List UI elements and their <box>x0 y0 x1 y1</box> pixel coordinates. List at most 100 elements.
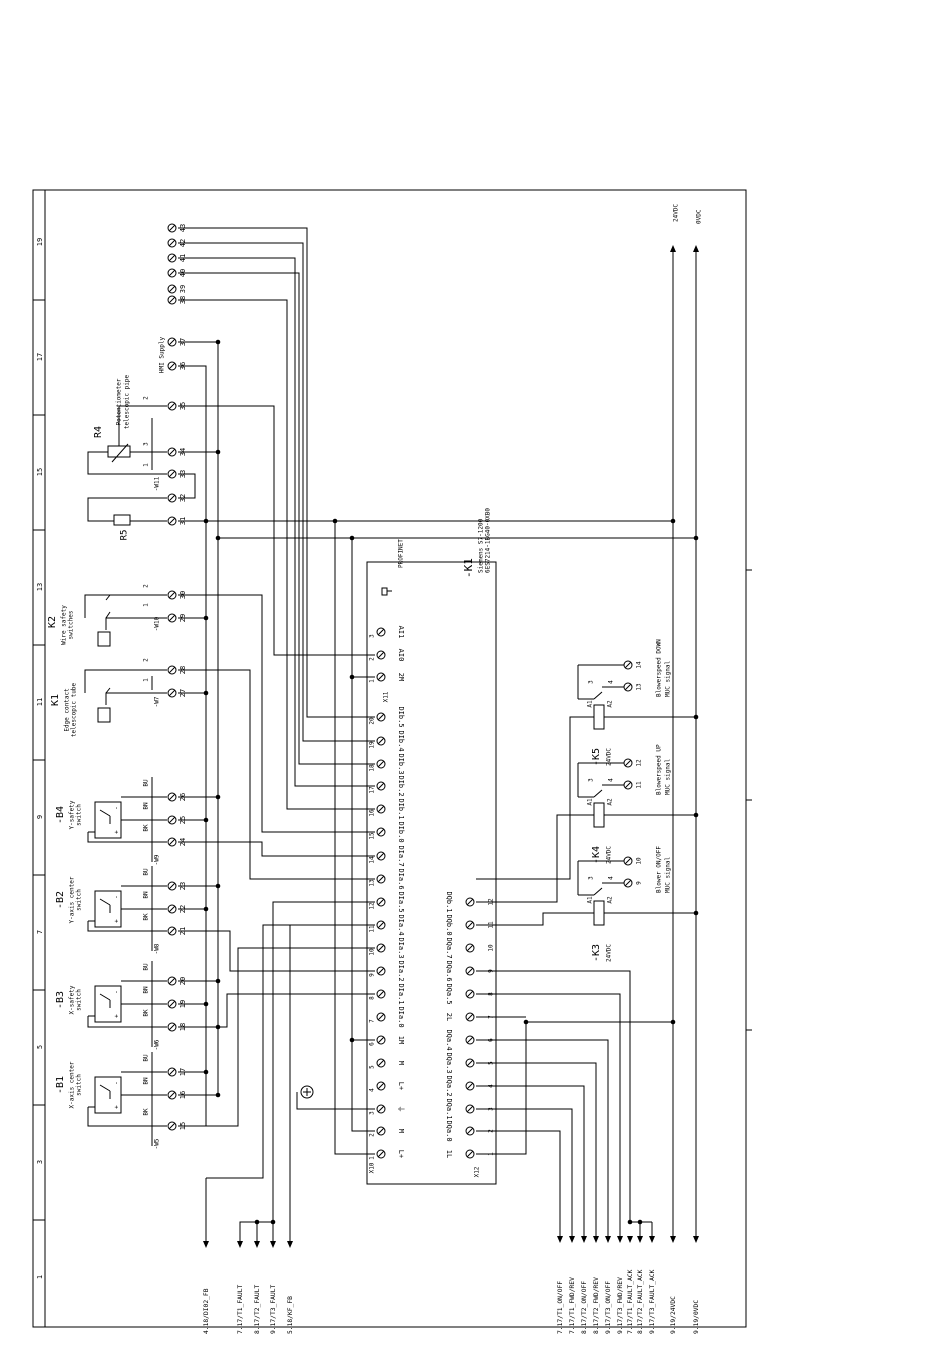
profinet-port-icon <box>381 587 388 596</box>
column-number: 7 <box>36 930 44 934</box>
wire-color: BU <box>143 779 150 787</box>
terminal-slash <box>168 1068 176 1076</box>
device-desc: switch <box>76 1074 83 1096</box>
terminal-slash <box>377 990 385 998</box>
terminal-number: 20 <box>179 977 187 985</box>
x10-pin-number: 13 <box>369 879 376 887</box>
terminal-slash <box>377 1082 385 1090</box>
device-desc: switch <box>76 989 83 1011</box>
contact-blade <box>105 611 111 619</box>
terminal-slash <box>377 1013 385 1021</box>
potentiometer-r4 <box>107 445 131 458</box>
wire <box>178 227 375 718</box>
terminal-slash <box>377 921 385 929</box>
terminal-slash <box>466 967 474 975</box>
cross-reference: 9.19/24VDC <box>670 1296 677 1334</box>
x10-pin-number: 4 <box>369 1088 376 1092</box>
proximity-switch-symbol <box>94 1076 122 1114</box>
switch-contact <box>99 809 111 817</box>
terminal-number: 41 <box>179 254 187 262</box>
wire <box>178 669 375 880</box>
switch-contact <box>99 993 111 1001</box>
terminal-slash <box>377 628 385 636</box>
wire <box>178 257 375 787</box>
cross-reference: 9.19/0VDC <box>693 1300 700 1334</box>
device-desc: Wire safety <box>61 605 68 645</box>
terminal-slash <box>377 967 385 975</box>
polarity: + <box>114 830 121 834</box>
relay-tag: -K5 <box>591 748 602 766</box>
wire-color: BK <box>143 1108 150 1116</box>
x11-pin-signal: AI0 <box>397 649 405 662</box>
column-number: 19 <box>36 238 44 246</box>
bridge <box>178 473 196 499</box>
x10-pin-signal: L+ <box>397 1082 405 1090</box>
sensor-wire <box>87 1016 150 1028</box>
terminal-number: 38 <box>179 296 187 304</box>
proximity-switch-symbol <box>94 890 122 928</box>
terminal-number: 30 <box>179 591 187 599</box>
terminal-slash <box>168 338 176 346</box>
arrow <box>637 1236 643 1243</box>
coil-feed <box>476 814 594 903</box>
x10-pin-number: 19 <box>369 741 376 749</box>
terminal-slash <box>168 402 176 410</box>
plc-order-number: 6ES7214-1BG40-0XB0 <box>485 508 492 573</box>
relay-terminal: 14 <box>636 661 643 669</box>
wire-number: 1 <box>143 463 150 467</box>
junction-dot <box>627 1219 633 1225</box>
terminal-slash <box>466 1127 474 1135</box>
column-number: 1 <box>36 1275 44 1279</box>
x12-pin-number: 11 <box>488 921 495 929</box>
x10-pin-signal: DIb.3 <box>397 753 405 774</box>
terminal-slash <box>377 673 385 681</box>
sensor-wire <box>87 921 150 932</box>
terminal-number: 21 <box>179 927 187 935</box>
relay-pin: A2 <box>607 896 614 904</box>
wire <box>178 365 207 521</box>
terminal-slash <box>377 1036 385 1044</box>
terminal-slash <box>168 666 176 674</box>
arrow-0vdc <box>693 245 699 252</box>
terminal-number: 42 <box>179 239 187 247</box>
fault-bus <box>239 1221 273 1245</box>
x10-pin-number: 20 <box>369 717 376 725</box>
terminal-slash <box>168 689 176 697</box>
x10-pin-signal: DIa.4 <box>397 914 405 935</box>
coil-feed <box>476 912 594 926</box>
cross-reference: 7.17/T1_ON/OFF <box>557 1281 564 1334</box>
x10-pin-signal: DIb.1 <box>397 798 405 819</box>
x10-pin-signal: DIa.5 <box>397 891 405 912</box>
x12-pin-number: 12 <box>488 898 495 906</box>
relay-coil <box>593 802 605 828</box>
terminal-slash <box>466 921 474 929</box>
terminal-number: 39 <box>179 285 187 293</box>
terminal-number: 25 <box>179 816 187 824</box>
terminal-number: 29 <box>179 614 187 622</box>
device-desc: switch <box>76 804 83 826</box>
terminal-slash <box>168 362 176 370</box>
x10-pin-signal: DIa.1 <box>397 983 405 1004</box>
cross-reference: 8.17/T2_FAULT <box>254 1285 261 1334</box>
wire-number: 1 <box>143 603 150 607</box>
x12-pin-signal: DQb.1 <box>445 891 453 912</box>
rail-label-24vdc: 24VDC <box>673 204 680 222</box>
arrow <box>627 1236 633 1243</box>
terminal-number: 24 <box>179 838 187 846</box>
junction-dot <box>693 812 699 818</box>
x12-pin-signal: DQa.5 <box>445 983 453 1004</box>
x10-pin-signal: L+ <box>397 1150 405 1158</box>
terminal-number: 33 <box>179 470 187 478</box>
arrow <box>254 1241 260 1248</box>
terminal-slash <box>168 905 176 913</box>
device-desc: telescopic pipe <box>124 375 131 430</box>
terminal-slash <box>168 591 176 599</box>
terminal-slash <box>168 494 176 502</box>
cross-reference: 9.17/T3_ON/OFF <box>605 1281 612 1334</box>
x12-pin-signal: 1L <box>445 1150 453 1158</box>
output-line <box>476 993 621 1240</box>
arrow <box>581 1236 587 1243</box>
column-number: 5 <box>36 1045 44 1049</box>
